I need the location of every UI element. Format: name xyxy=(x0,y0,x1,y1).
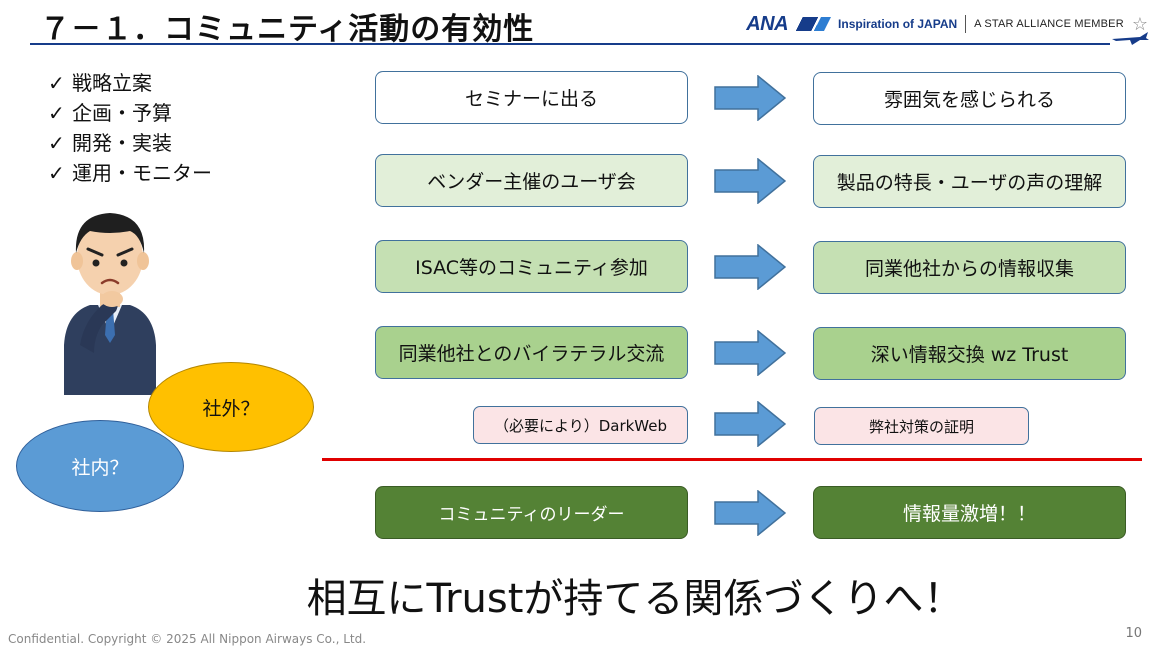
checkmark-icon: ✓ xyxy=(48,101,65,125)
checklist-item: ✓ 戦略立案 xyxy=(48,68,212,98)
page-title: ７－１．コミュニティ活動の有効性 xyxy=(40,12,535,47)
right-arrow-icon xyxy=(714,244,786,290)
logo-separator xyxy=(965,15,967,33)
checklist-label: 戦略立案 xyxy=(72,71,152,95)
star-alliance-text: A STAR ALLIANCE MEMBER xyxy=(974,18,1124,30)
flow-result-box: 雰囲気を感じられる xyxy=(813,72,1126,125)
thinking-businessman-illustration xyxy=(64,213,156,395)
checkmark-icon: ✓ xyxy=(48,131,65,155)
flow-result-box: 情報量激増！！ xyxy=(813,486,1126,539)
flow-source-box: セミナーに出る xyxy=(375,71,688,124)
slogan-text: 相互にTrustが持てる関係づくりへ！ xyxy=(306,576,964,622)
flow-source-box: コミュニティのリーダー xyxy=(375,486,688,539)
ana-stripes-icon xyxy=(793,17,833,31)
right-arrow-icon xyxy=(714,330,786,376)
checklist-label: 運用・モニター xyxy=(72,161,212,185)
star-alliance-icon: ☆ xyxy=(1131,13,1148,35)
red-divider-line xyxy=(322,458,1142,461)
inside-company-bubble: 社内？ xyxy=(16,420,184,512)
right-arrow-icon xyxy=(714,158,786,204)
outside-company-bubble: 社外？ xyxy=(148,362,314,452)
right-arrow-icon xyxy=(714,75,786,121)
checklist-label: 企画・予算 xyxy=(72,101,172,125)
flow-result-box: 弊社対策の証明 xyxy=(814,407,1029,445)
page-number: 10 xyxy=(1125,626,1142,641)
checkmark-icon: ✓ xyxy=(48,161,65,185)
inspiration-of-japan-logo: Inspiration of JAPAN xyxy=(838,17,958,31)
checklist-label: 開発・実装 xyxy=(72,131,172,155)
ana-logo: ANA xyxy=(746,12,789,35)
brand-logos: ANA Inspiration of JAPAN A STAR ALLIANCE… xyxy=(746,10,1148,38)
role-checklist: ✓ 戦略立案 ✓ 企画・予算 ✓ 開発・実装 ✓ 運用・モニター xyxy=(48,68,212,188)
flow-source-box: ベンダー主催のユーザ会 xyxy=(375,154,688,207)
footer-copyright: Confidential. Copyright © 2025 All Nippo… xyxy=(8,632,367,646)
checkmark-icon: ✓ xyxy=(48,71,65,95)
header-divider xyxy=(30,43,1110,45)
airplane-icon xyxy=(1112,32,1149,45)
flow-source-box: 同業他社とのバイラテラル交流 xyxy=(375,326,688,379)
flow-source-box: ISAC等のコミュニティ参加 xyxy=(375,240,688,293)
checklist-item: ✓ 企画・予算 xyxy=(48,98,212,128)
right-arrow-icon xyxy=(714,490,786,536)
flow-result-box: 深い情報交換 wz Trust xyxy=(813,327,1126,380)
right-arrow-icon xyxy=(714,401,786,447)
flow-result-box: 製品の特長・ユーザの声の理解 xyxy=(813,155,1126,208)
checklist-item: ✓ 開発・実装 xyxy=(48,128,212,158)
checklist-item: ✓ 運用・モニター xyxy=(48,158,212,188)
flow-result-box: 同業他社からの情報収集 xyxy=(813,241,1126,294)
flow-source-box: （必要により）DarkWeb xyxy=(473,406,688,444)
